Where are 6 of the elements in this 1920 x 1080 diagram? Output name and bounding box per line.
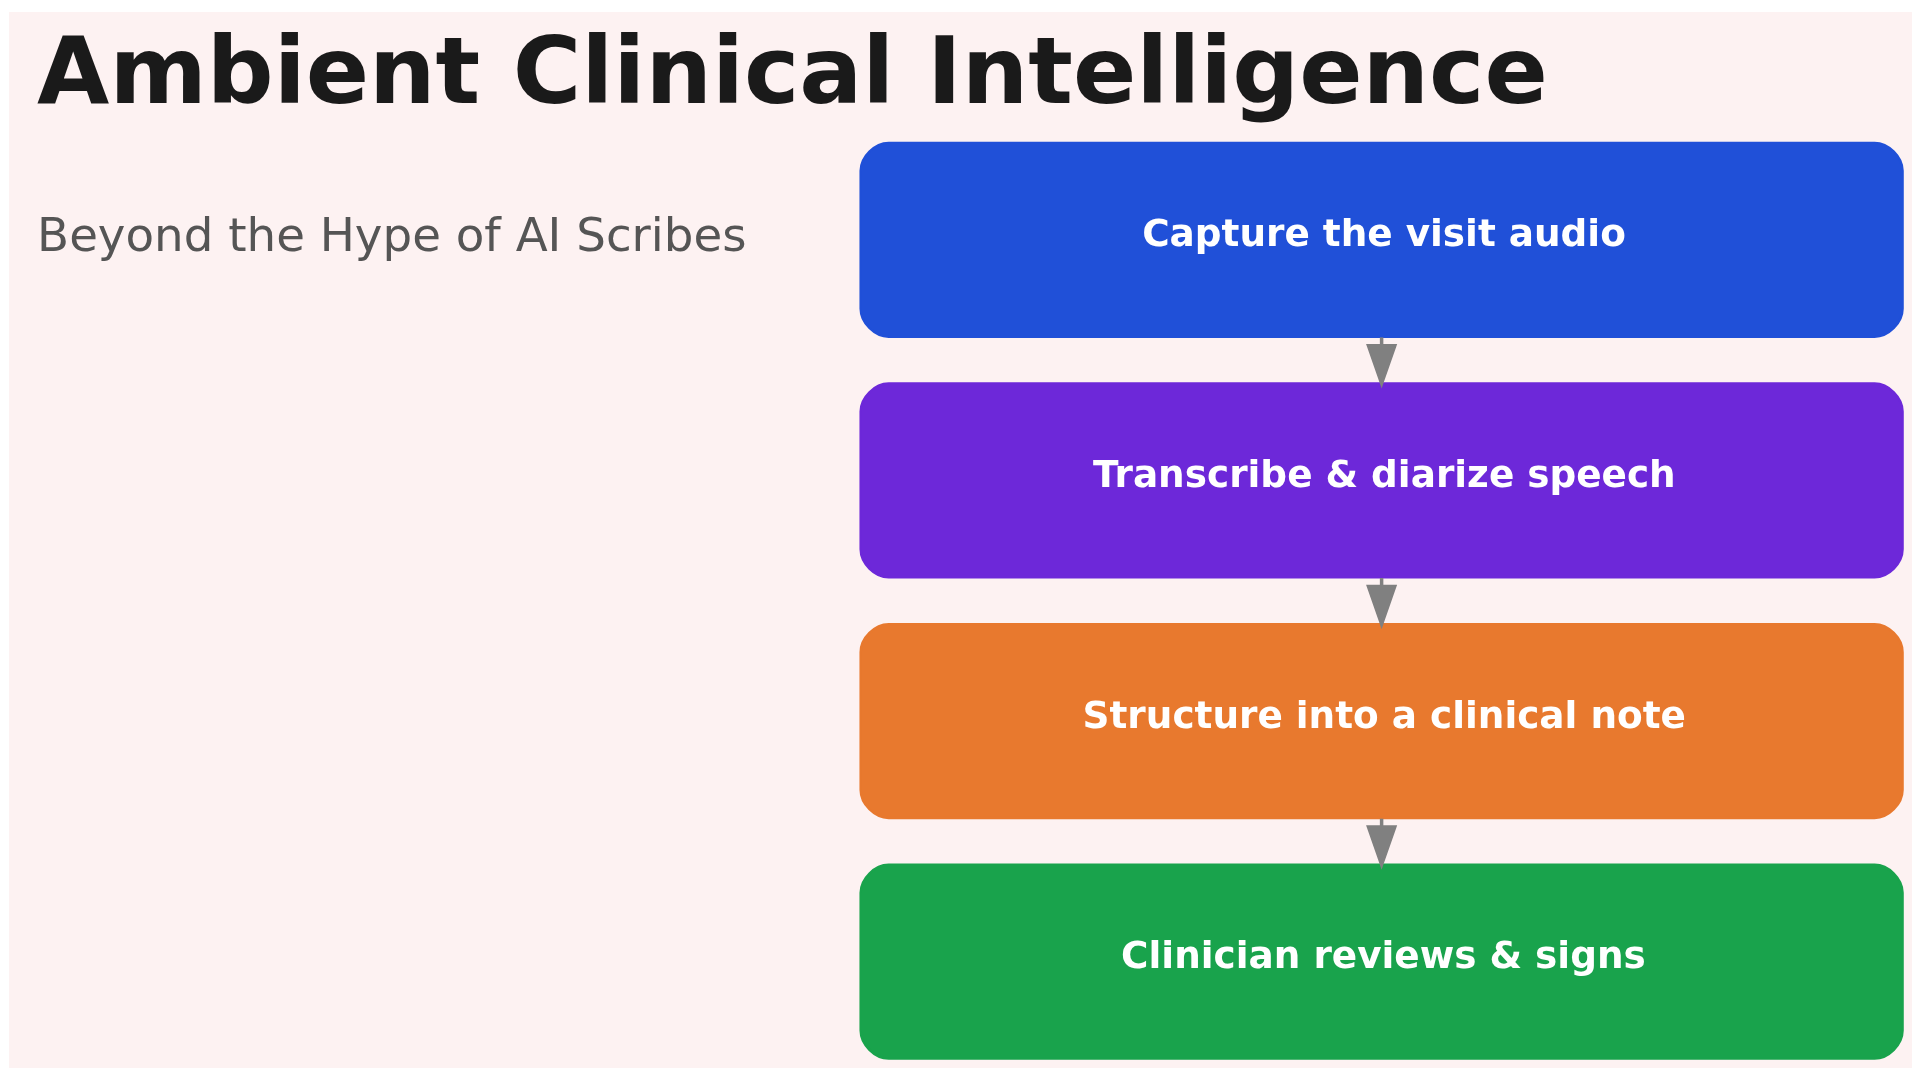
label: Beyond the Hype of AI Scribes bbox=[36, 208, 747, 263]
node-box: Clinician reviews & signs bbox=[858, 863, 1904, 1060]
node-box: Capture the visit audio bbox=[858, 141, 1904, 338]
node-box: Transcribe & diarize speech bbox=[858, 382, 1904, 579]
diagram-title: Ambient Clinical Intelligence bbox=[36, 16, 1548, 126]
node-box: Structure into a clinical note bbox=[858, 622, 1904, 820]
